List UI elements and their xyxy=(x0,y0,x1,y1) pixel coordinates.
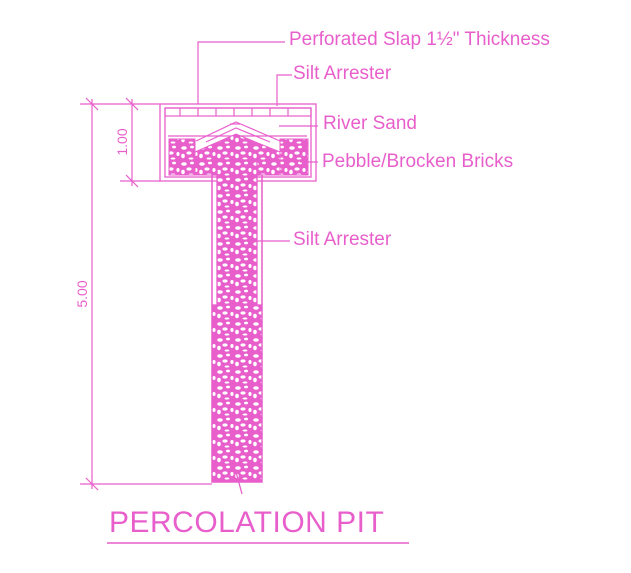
leaders xyxy=(197,41,318,242)
label-river-sand: River Sand xyxy=(323,113,417,134)
page-title: PERCOLATION PIT xyxy=(109,506,385,539)
label-silt-arrester-top: Silt Arrester xyxy=(293,63,392,84)
label-silt-arrester-shaft: Silt Arrester xyxy=(293,229,392,250)
dimension-5-label: 5.00 xyxy=(74,280,90,308)
dimension-5-lines xyxy=(80,97,212,491)
dimension-1-lines xyxy=(120,97,160,188)
dimension-1-label: 1.00 xyxy=(114,128,130,156)
label-pebble-bricks: Pebble/Brocken Bricks xyxy=(322,151,514,172)
shaft xyxy=(211,159,263,483)
chamber-pebble-fill xyxy=(168,133,309,176)
label-perforated-slab: Perforated Slap 1½" Thickness xyxy=(289,29,550,50)
perforated-slab xyxy=(164,107,312,117)
bottom-break xyxy=(235,471,243,495)
